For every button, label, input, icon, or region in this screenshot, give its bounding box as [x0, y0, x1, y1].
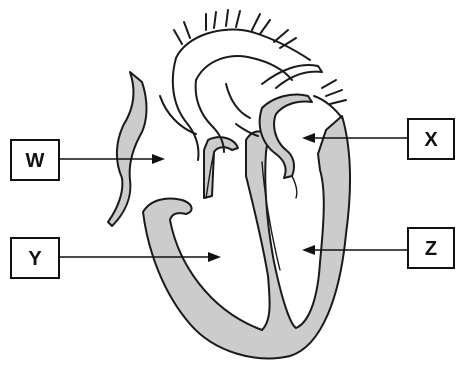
- label-y-text: Y: [28, 248, 42, 270]
- valve-line-right: [292, 176, 297, 198]
- pulmonary-vein-right: [314, 96, 342, 118]
- pulmonary-trunk: [260, 95, 312, 179]
- ventricle-muscle-wall: [143, 116, 350, 358]
- arch-branch-4: [252, 14, 270, 34]
- vena-cava-vessel: [108, 72, 147, 226]
- inner-vessel-mid: [226, 84, 250, 118]
- aorta-left-wall: [173, 58, 199, 160]
- label-w-text: W: [26, 150, 45, 172]
- pulmonary-artery-upper: [262, 65, 322, 88]
- inner-vessel-low: [236, 124, 258, 136]
- pointer-w-arrowhead: [152, 154, 165, 164]
- atrium-muscle: [204, 137, 238, 198]
- pulmonary-artery-branches: [322, 80, 346, 104]
- arch-branch-1: [174, 22, 190, 44]
- arch-branch-3: [226, 10, 240, 27]
- aortic-arch-inner: [196, 56, 292, 80]
- pointer-z-arrowhead: [302, 245, 315, 255]
- label-w: W: [11, 140, 165, 180]
- arch-branch-2: [206, 12, 216, 30]
- label-x-text: X: [424, 129, 438, 151]
- pointer-y-arrowhead: [208, 252, 221, 262]
- pointer-x-arrowhead: [302, 133, 315, 143]
- arch-branch-5: [274, 30, 296, 48]
- label-z-text: Z: [425, 238, 437, 260]
